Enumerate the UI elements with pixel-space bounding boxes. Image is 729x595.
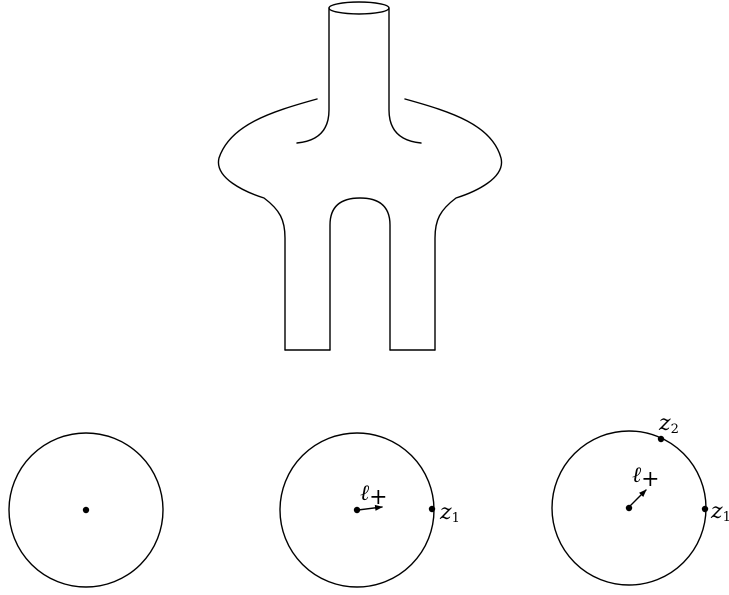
- disk-3: ℓ+ z2 z1: [552, 411, 729, 585]
- disk-1: [9, 433, 163, 587]
- disk-3-z1-label: z1: [710, 499, 729, 525]
- body-left-contour: [218, 99, 317, 350]
- disk-2-arrow-label: ℓ+: [360, 481, 388, 510]
- disk-2-marked-point-z1: [429, 506, 435, 512]
- body-right-contour: [405, 99, 502, 350]
- disk-3-marked-point-z2: [658, 436, 664, 442]
- disk-3-marked-point-z1: [702, 506, 708, 512]
- disk-3-center-point: [626, 505, 632, 511]
- crotch-arch: [330, 198, 390, 350]
- disk-3-z2-label: z2: [658, 411, 679, 437]
- disk-3-arrow-label: ℓ+: [632, 463, 660, 492]
- disk-1-center-point: [83, 507, 89, 513]
- surface-drawing: [218, 2, 501, 350]
- neck-left-edge: [297, 8, 329, 143]
- neck-right-edge: [389, 8, 421, 143]
- top-cylinder-cap: [329, 2, 389, 14]
- disk-2: ℓ+ z1: [280, 433, 460, 587]
- disk-2-z1-label: z1: [439, 500, 460, 526]
- disk-3-arrow: [629, 490, 646, 507]
